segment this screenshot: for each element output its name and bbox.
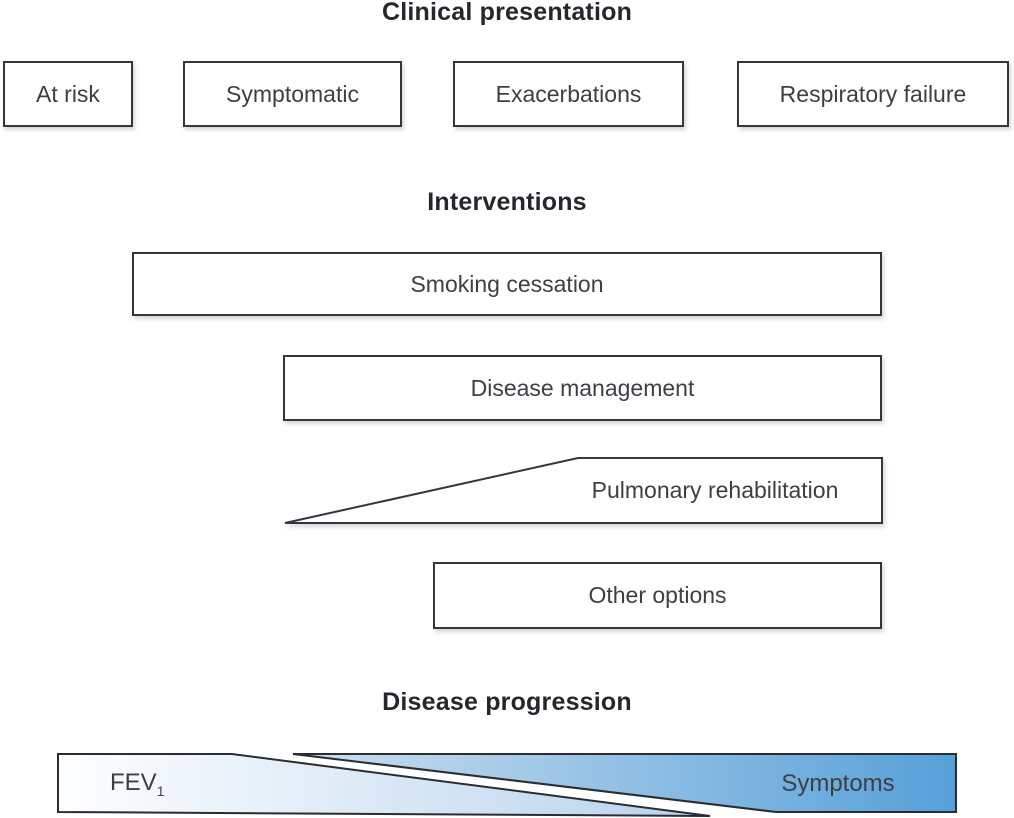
stage-label-at-risk: At risk bbox=[36, 80, 100, 107]
fev1-subscript: 1 bbox=[156, 783, 165, 799]
symptoms-wedge-shape bbox=[292, 753, 957, 813]
symptoms-label: Symptoms bbox=[760, 756, 916, 812]
intervention-label-pulmonary-rehabilitation: Pulmonary rehabilitation bbox=[548, 458, 882, 523]
stage-box-exacerbations: Exacerbations bbox=[453, 61, 684, 127]
stage-label-respiratory-failure: Respiratory failure bbox=[779, 80, 967, 107]
intervention-label-other-options: Other options bbox=[588, 582, 727, 608]
disease-progression-heading: Disease progression bbox=[382, 688, 632, 716]
stage-label-exacerbations: Exacerbations bbox=[495, 80, 642, 107]
intervention-box-disease-management: Disease management bbox=[283, 355, 882, 421]
pulmonary-rehabilitation-text: Pulmonary rehabilitation bbox=[591, 477, 839, 503]
pulmonary-rehabilitation-shape bbox=[284, 457, 883, 524]
clinical-presentation-heading: Clinical presentation bbox=[381, 0, 633, 26]
stage-label-symptomatic: Symptomatic bbox=[226, 80, 359, 107]
intervention-label-smoking-cessation: Smoking cessation bbox=[410, 270, 604, 297]
stage-box-respiratory-failure: Respiratory failure bbox=[737, 61, 1009, 127]
symptoms-text: Symptoms bbox=[781, 770, 895, 797]
fev1-label: FEV1 bbox=[110, 754, 310, 812]
intervention-label-disease-management: Disease management bbox=[470, 374, 695, 401]
stage-box-symptomatic: Symptomatic bbox=[183, 61, 402, 127]
fev1-text: FEV1 bbox=[110, 769, 165, 799]
interventions-heading: Interventions bbox=[427, 188, 587, 216]
fev1-wedge-shape bbox=[57, 753, 711, 817]
stage-box-at-risk: At risk bbox=[3, 61, 133, 127]
intervention-box-smoking-cessation: Smoking cessation bbox=[132, 252, 882, 316]
intervention-box-other-options: Other options bbox=[433, 562, 882, 629]
